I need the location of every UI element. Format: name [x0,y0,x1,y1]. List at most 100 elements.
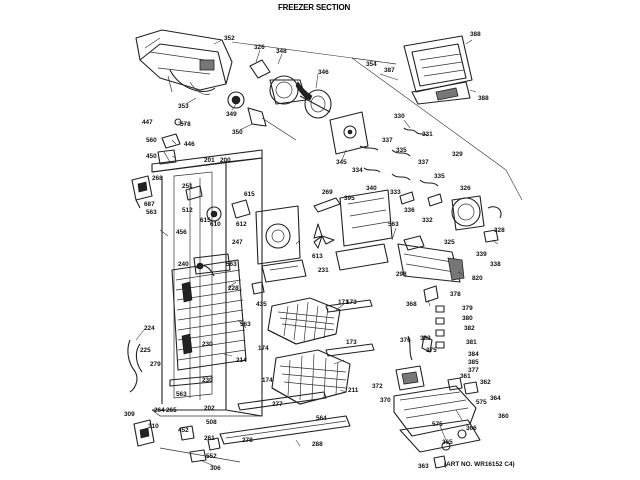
callout-363: 363 [418,463,429,470]
callout-380: 380 [462,315,473,322]
bearing-part [227,91,297,141]
spring-part [359,127,443,207]
callout-564: 564 [316,415,327,422]
callout-575: 575 [432,421,443,428]
bottom-trim-part [169,375,351,445]
callout-214: 214 [236,357,247,364]
evaporator-part [171,259,247,371]
callout-334: 334 [352,167,363,174]
callout-200: 200 [220,157,231,164]
callout-450: 450 [146,153,157,160]
callout-387: 387 [384,67,395,74]
callout-211: 211 [348,387,359,394]
callout-388: 388 [470,31,481,38]
callout-362: 362 [480,379,491,386]
callout-269: 269 [322,189,333,196]
callout-360: 360 [498,413,509,420]
duct-cover-part [313,189,393,271]
callout-173: 173 [346,339,357,346]
callout-326: 326 [254,44,265,51]
callout-563: 563 [146,209,157,216]
upper-basket-part [267,297,341,345]
diagram-title: FREEZER SECTION [278,3,351,12]
callout-325: 325 [444,239,455,246]
callout-231: 231 [318,267,329,274]
callout-563: 563 [226,261,237,268]
callout-331: 331 [422,131,433,138]
fitting-part [433,429,467,469]
callout-435: 435 [256,301,267,308]
callout-224: 224 [144,325,155,332]
ice-door-part [403,35,473,105]
callout-552: 552 [206,453,217,460]
callout-202: 202 [204,405,215,412]
callout-306: 306 [210,465,221,472]
water-valve-parts [407,285,445,361]
callout-388: 388 [478,95,489,102]
callout-610: 610 [210,221,221,228]
callout-612: 612 [236,221,247,228]
clip-part [251,281,265,295]
callout-332: 332 [422,217,433,224]
callout-384: 384 [468,351,479,358]
callout-247: 247 [232,239,243,246]
ice-bucket-part [135,29,233,95]
callout-309: 309 [124,411,135,418]
callout-335: 335 [434,173,445,180]
callout-578: 578 [180,121,191,128]
callout-174: 174 [262,377,273,384]
callout-328: 328 [494,227,505,234]
callout-337: 337 [382,137,393,144]
callout-382: 382 [464,325,475,332]
callout-563: 563 [388,221,399,228]
callout-338: 338 [490,261,501,268]
callout-288: 288 [312,441,323,448]
callout-225: 225 [140,347,151,354]
callout-383: 383 [420,335,431,342]
callout-508: 508 [206,419,217,426]
callout-264: 264 [154,407,165,414]
callout-560: 560 [146,137,157,144]
water-valve-part [393,365,481,453]
callout-385: 385 [468,359,479,366]
callout-326: 326 [460,185,471,192]
thermostat-part [193,253,231,275]
callout-447: 447 [142,119,153,126]
callout-268: 268 [152,175,163,182]
callout-346: 346 [318,69,329,76]
callout-687: 687 [144,201,155,208]
callout-563: 563 [176,391,187,398]
callout-354: 354 [366,61,377,68]
callout-366: 366 [466,425,477,432]
callout-361: 361 [460,373,471,380]
art-number: (ART NO. WR16152 C4) [444,461,515,468]
callout-174: 174 [258,345,269,352]
callout-345: 345 [336,159,347,166]
lower-basket-part [271,349,351,405]
callout-381: 381 [466,339,477,346]
callout-277: 277 [272,401,283,408]
callout-575: 575 [476,399,487,406]
motor-plate-part [329,111,369,155]
callout-335: 335 [396,147,407,154]
callout-330: 330 [394,113,405,120]
callout-372: 372 [372,383,383,390]
callout-251: 251 [182,183,193,190]
callout-310: 310 [148,423,159,430]
fan-shroud-part [255,205,307,283]
callout-350: 350 [232,129,243,136]
callout-340: 340 [366,185,377,192]
callout-456: 456 [176,229,187,236]
leader-lines [135,39,499,467]
icemaker-motor-part [451,195,502,243]
callout-240: 240 [178,261,189,268]
callout-613: 613 [312,253,323,260]
bracket-part [131,175,153,209]
fan-blade-part [313,223,335,249]
callout-820: 820 [472,275,483,282]
callout-228: 228 [228,285,239,292]
hinge-part [133,419,241,463]
callout-336: 336 [404,207,415,214]
